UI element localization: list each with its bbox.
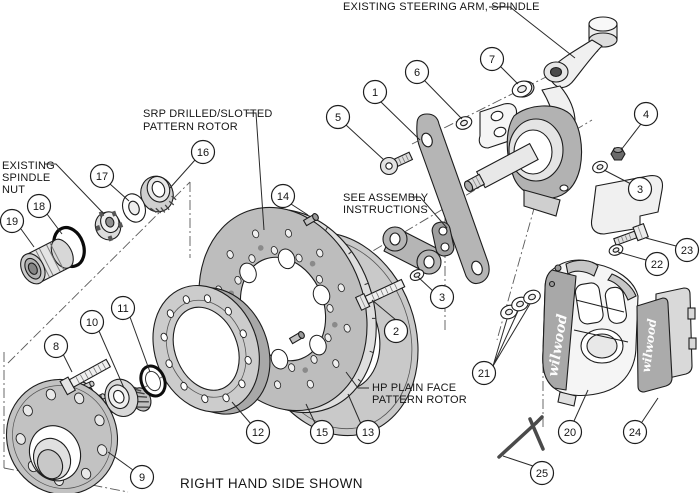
svg-text:3: 3 (439, 292, 445, 304)
spindle-shaft (463, 142, 539, 192)
hub-bolt (59, 358, 112, 396)
svg-text:4: 4 (643, 109, 649, 121)
grease-seal (139, 364, 167, 398)
leader-lines (20, 6, 677, 471)
callout-22: 22 (644, 251, 670, 277)
svg-text:5: 5 (335, 112, 341, 124)
callout-9: 9 (129, 464, 155, 490)
callout-8: 8 (43, 333, 69, 359)
dust-cap (20, 238, 74, 285)
svg-text:17: 17 (96, 171, 108, 183)
spindle-stud-nut (610, 146, 626, 161)
bracket-bolt (354, 278, 406, 311)
svg-text:18: 18 (33, 201, 45, 213)
svg-text:10: 10 (86, 317, 98, 329)
hub-flange-holes (15, 388, 108, 486)
wheel-hub (5, 378, 119, 493)
svg-text:6: 6 (414, 67, 420, 79)
caliper-bolt-washer (608, 244, 624, 256)
svg-text:1: 1 (372, 87, 378, 99)
footer-view-note: RIGHT HAND SIDE SHOWN (180, 476, 363, 491)
outer-bearing (140, 175, 177, 214)
callout-10: 10 (79, 309, 105, 335)
callout-2: 2 (383, 318, 409, 344)
callout-19: 19 (0, 208, 25, 234)
svg-text:20: 20 (564, 427, 576, 439)
callout-12: 12 (245, 419, 271, 445)
callout-17: 17 (89, 163, 115, 189)
svg-text:13: 13 (362, 427, 374, 439)
label-srp-rotor-line1: SRP DRILLED/SLOTTED (143, 108, 273, 120)
callout-16: 16 (190, 139, 216, 165)
callout-24: 24 (622, 419, 648, 445)
svg-text:14: 14 (277, 191, 289, 203)
label-spindle-nut-line3: NUT (2, 184, 25, 196)
spindle-nut (94, 210, 124, 242)
svg-text:25: 25 (536, 468, 548, 480)
label-spindle-nut-line2: SPINDLE (2, 172, 50, 184)
bracket-washer-small (455, 116, 473, 130)
svg-text:9: 9 (139, 472, 145, 484)
callout-14: 14 (270, 183, 296, 209)
hex-key-tool (497, 415, 545, 459)
callout-21: 21 (471, 360, 497, 386)
pad-brand-logo: wilwood (639, 317, 660, 373)
svg-text:8: 8 (53, 341, 59, 353)
callout-4: 4 (633, 101, 659, 127)
rotor-bolt-bottom (288, 331, 305, 345)
callout-5: 5 (325, 104, 351, 130)
callout-3-lower: 3 (429, 284, 455, 310)
steering-knuckle (463, 16, 664, 235)
callout-7: 7 (479, 46, 505, 72)
svg-text:16: 16 (197, 147, 209, 159)
callout-3-upper: 3 (627, 176, 653, 202)
rotor-bolt-top (302, 213, 319, 227)
rotor-hat-adapter (152, 284, 271, 415)
svg-text:19: 19 (6, 216, 18, 228)
callout-20: 20 (557, 419, 583, 445)
svg-text:15: 15 (316, 427, 328, 439)
steering-arm-washer (511, 80, 535, 98)
callout-25: 25 (529, 460, 555, 486)
label-assembly-line1: SEE ASSEMBLY (343, 192, 429, 204)
hat-bolt-holes (160, 294, 252, 404)
bracket-screw (379, 151, 414, 176)
lower-washer (409, 269, 425, 281)
callout-15: 15 (309, 419, 335, 445)
label-hp-rotor-line1: HP PLAIN FACE (372, 382, 456, 394)
callout-13: 13 (355, 419, 381, 445)
label-srp-rotor-line2: PATTERN ROTOR (143, 121, 238, 133)
label-hp-rotor-line2: PATTERN ROTOR (372, 394, 467, 406)
callout-11: 11 (110, 295, 136, 321)
alignment-shims (500, 289, 541, 320)
label-steering-arm: EXISTING STEERING ARM, SPINDLE (343, 1, 540, 13)
svg-text:21: 21 (478, 368, 490, 380)
caliper-bracket (382, 113, 490, 285)
callout-23: 23 (674, 237, 700, 263)
callout-6: 6 (404, 59, 430, 85)
callout-18: 18 (26, 193, 52, 219)
svg-text:11: 11 (117, 303, 128, 315)
svg-text:22: 22 (651, 259, 663, 271)
brake-caliper: wilwood (542, 259, 639, 407)
svg-text:24: 24 (629, 427, 641, 439)
svg-text:23: 23 (681, 245, 693, 257)
caliper-bolt (613, 222, 649, 247)
callouts: 1 2 3 3 4 5 6 7 8 9 10 11 12 13 14 15 16… (0, 46, 700, 490)
upper-washer (592, 160, 608, 174)
inner-bearing (104, 378, 152, 417)
svg-text:3: 3 (637, 184, 643, 196)
svg-text:7: 7 (489, 54, 495, 66)
svg-text:12: 12 (252, 427, 264, 439)
text-labels: EXISTING STEERING ARM, SPINDLE SRP DRILL… (2, 1, 540, 491)
callout-1: 1 (362, 79, 388, 105)
svg-text:2: 2 (393, 326, 399, 338)
label-assembly-line2: INSTRUCTIONS (343, 204, 428, 216)
bearing-rollers (150, 195, 177, 214)
label-spindle-nut-line1: EXISTING (2, 160, 55, 172)
brake-pads: wilwood (636, 287, 697, 393)
